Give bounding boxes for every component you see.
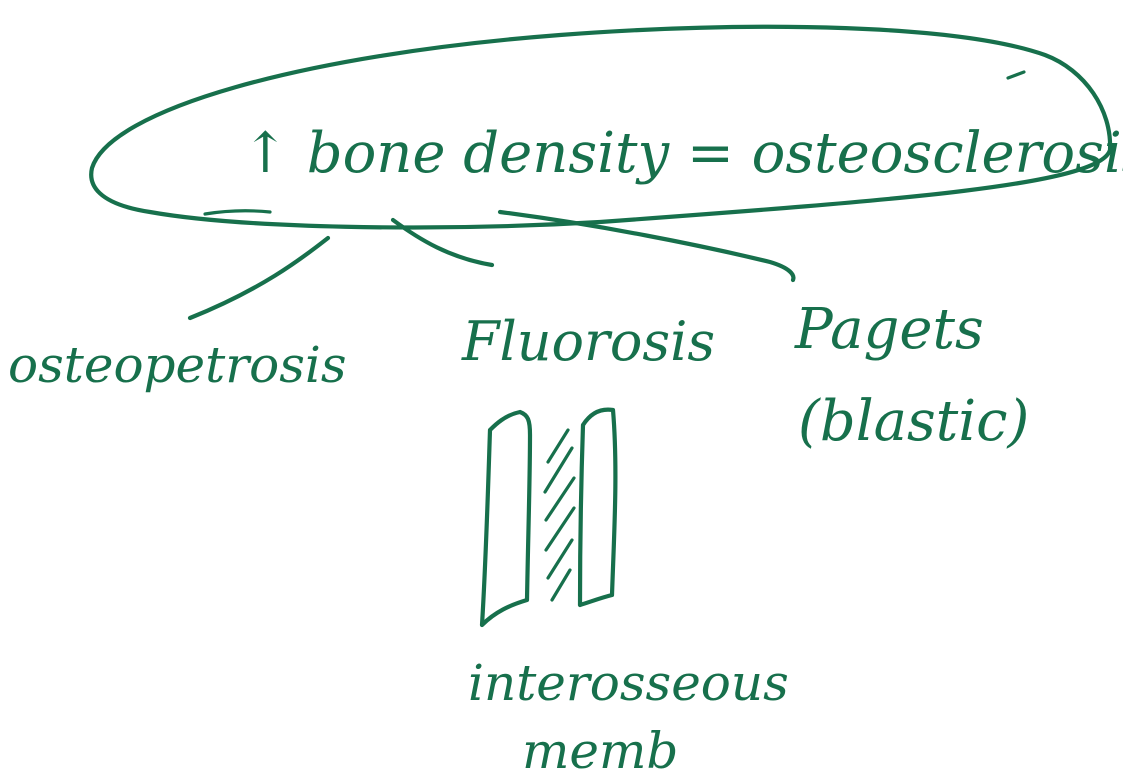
cause-pagets: Pagets	[794, 297, 984, 362]
left-bone	[479, 409, 533, 628]
central-term: ↑ bone density = osteosclerosis	[242, 121, 1123, 186]
connector-pagets	[497, 209, 796, 283]
connector-fluorosis	[390, 217, 495, 268]
right-bone	[577, 407, 618, 608]
membrane-hatch	[543, 428, 576, 602]
sketch-label-line1: interosseous	[468, 654, 789, 712]
cause-pagets-note: (blastic)	[798, 389, 1029, 454]
ellipse-tick	[1006, 70, 1026, 80]
sketch-label-line2: memb	[522, 722, 678, 777]
cause-osteopetrosis: osteopetrosis	[8, 336, 347, 394]
cause-fluorosis: Fluorosis	[461, 310, 715, 373]
interosseous-sketch	[479, 407, 618, 628]
central-ellipse	[89, 24, 1113, 230]
connector-osteopetrosis	[187, 235, 331, 321]
connector-stroke	[203, 209, 272, 216]
